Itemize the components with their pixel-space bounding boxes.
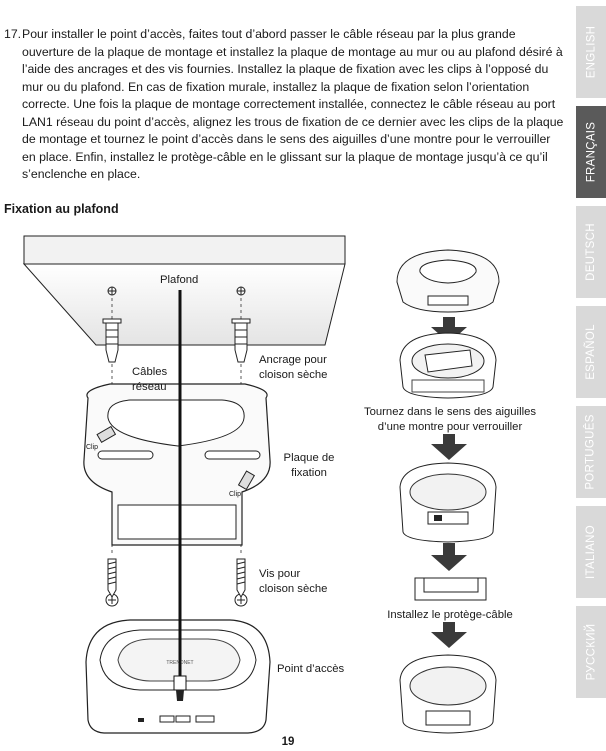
tab-italiano[interactable]: ITALIANO	[576, 506, 606, 598]
tab-italiano-label: ITALIANO	[585, 525, 598, 579]
step-rotate-device	[399, 332, 497, 399]
label-anchor-1: Ancrage pour	[259, 354, 327, 366]
drywall-anchor-right	[231, 318, 251, 363]
step-top-plate	[396, 249, 500, 313]
label-plate-1: Plaque de	[283, 452, 335, 464]
label-clip-left: Clip	[86, 444, 99, 451]
tab-russian-label: РУССКИЙ	[585, 623, 598, 681]
drywall-screw-right	[234, 558, 248, 607]
step-arrow-4	[431, 622, 467, 648]
label-anchor-2: cloison sèche	[259, 369, 328, 381]
ceiling-holes	[107, 286, 246, 296]
step-text: Pour installer le point d’accès, faites …	[22, 27, 564, 181]
mounting-plate	[83, 383, 271, 546]
drywall-anchor-left	[102, 318, 122, 363]
page-number: 19	[281, 736, 295, 748]
label-screws-2: cloison sèche	[259, 583, 328, 595]
ceiling-mount-diagram: TRENDNET	[22, 235, 500, 734]
instruction-step-17: 17. Pour installer le point d’accès, fai…	[4, 26, 564, 184]
step-final-device	[399, 654, 497, 734]
drywall-screw-left	[105, 558, 119, 607]
label-ceiling: Plafond	[160, 274, 199, 286]
language-tabs: ENGLISH FRANÇAIS DEUTSCH ESPAÑOL PORTUGU…	[576, 0, 606, 751]
tab-english[interactable]: ENGLISH	[576, 6, 606, 98]
label-turn-1: Tournez dans le sens des aiguilles	[363, 406, 537, 418]
tab-espanol[interactable]: ESPAÑOL	[576, 306, 606, 398]
tab-francais[interactable]: FRANÇAIS	[576, 106, 606, 198]
label-network-cables-1: Câbles	[132, 366, 168, 378]
step-arrow-3	[431, 543, 467, 571]
section-title: Fixation au plafond	[4, 202, 119, 216]
tab-deutsch[interactable]: DEUTSCH	[576, 206, 606, 298]
step-locked-device	[399, 462, 497, 543]
ceiling-panel	[22, 235, 346, 346]
label-screws-1: Vis pour	[259, 568, 301, 580]
step-number: 17.	[4, 27, 22, 41]
tab-portugues[interactable]: PORTUGUÊS	[576, 406, 606, 498]
tab-deutsch-label: DEUTSCH	[585, 223, 597, 281]
tab-portugues-label: PORTUGUÊS	[585, 414, 597, 490]
tab-english-label: ENGLISH	[585, 25, 597, 79]
step-cable-guard	[414, 577, 487, 601]
label-access-point: Point d’accès	[277, 663, 345, 675]
label-plate-2: fixation	[291, 467, 327, 479]
label-turn-2: d’une montre pour verrouiller	[377, 421, 523, 433]
tab-espanol-label: ESPAÑOL	[585, 324, 598, 380]
label-network-cables-2: réseau	[132, 381, 167, 393]
tab-francais-label: FRANÇAIS	[585, 121, 598, 183]
step-arrow-2	[431, 434, 467, 460]
network-cable	[173, 290, 187, 701]
label-clip-right: Clip	[229, 491, 242, 498]
label-cable-guard: Installez le protège-câble	[387, 609, 513, 621]
tab-russian[interactable]: РУССКИЙ	[576, 606, 606, 698]
